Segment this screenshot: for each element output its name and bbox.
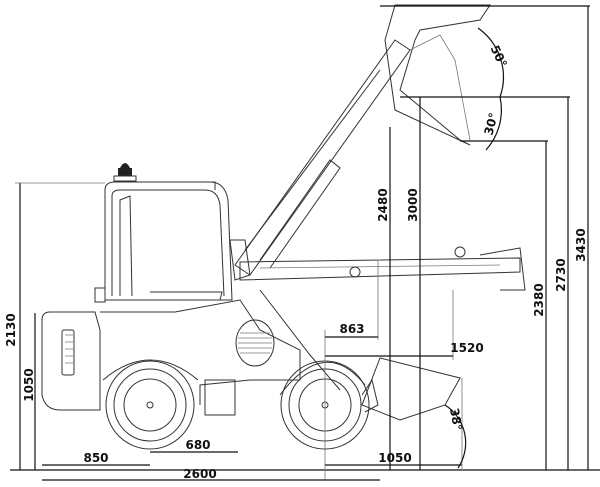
dim-1050-bucket: 1050 — [378, 451, 411, 465]
dim-3430: 3430 — [574, 228, 588, 261]
dimension-labels: 2130 1050 2480 3000 3430 2730 2380 863 1… — [4, 43, 588, 481]
dim-850: 850 — [83, 451, 108, 465]
dim-2600: 2600 — [183, 467, 216, 481]
dim-2380: 2380 — [532, 283, 546, 316]
beacon-icon — [113, 163, 137, 182]
dim-2130: 2130 — [4, 313, 18, 346]
dimension-lines — [10, 5, 600, 481]
dim-2730: 2730 — [554, 258, 568, 291]
dim-2480: 2480 — [376, 188, 390, 221]
dim-3000: 3000 — [406, 188, 420, 221]
dim-863: 863 — [339, 322, 364, 336]
angle-50: 50° — [487, 43, 509, 69]
bucket-raised — [384, 4, 491, 146]
dim-1520: 1520 — [450, 341, 483, 355]
dim-1050-rear: 1050 — [22, 368, 36, 401]
dim-680: 680 — [185, 438, 210, 452]
rear-wheel — [105, 360, 195, 450]
boom-horizontal — [239, 246, 526, 291]
angle-30: 30° — [481, 111, 500, 137]
grille — [235, 319, 275, 367]
angle-38: 38° — [447, 407, 465, 432]
bucket-lowered — [259, 289, 461, 421]
boom-raised — [229, 39, 411, 281]
loader-machine — [41, 4, 526, 450]
